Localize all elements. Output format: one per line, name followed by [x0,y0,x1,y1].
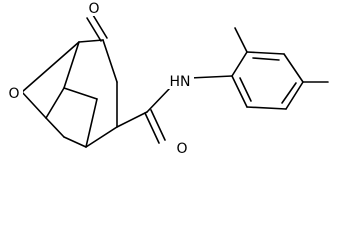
bond-cd-to-ce [85,126,118,148]
amide-group [116,75,233,144]
bond-bridge-to-ce [85,98,98,148]
bond-cd-to-amide-c [116,111,148,128]
bond-ce-to-cf [63,136,87,148]
bond-cb-to-carbonyl [78,39,104,43]
bond-cg-to-cb [63,41,80,89]
bond-ketone-double-a [86,17,102,42]
ring-bond-2 [246,51,285,55]
dimethylphenyl-ring [231,27,329,110]
ring-bond-4 [285,81,304,110]
ring-inner-bond-b [281,82,297,104]
ring-bond-5 [246,106,287,110]
bond-o-to-cb [21,41,80,93]
ring-inner-bond-a [252,57,280,61]
amide-nh-label: HN [170,74,191,90]
bond-n-to-aryl [189,75,233,79]
amide-oxygen-label: O [176,141,187,157]
bond-amide-double-a [144,112,160,144]
bond-carbonyl-to-cc [102,39,118,83]
bond-cg-to-bridge [63,87,98,100]
ring-bond-6 [231,75,248,108]
ketone-oxygen-label: O [88,1,99,17]
bond-cf-to-ca [45,117,65,138]
ortho-methyl-bond [234,27,248,53]
bond-amide-c-to-n [146,87,171,113]
bond-ca-to-cg [45,87,65,119]
ring-oxygen-label: O [8,86,19,102]
ring-bond-3 [283,53,304,83]
bond-amide-double-b [150,109,166,141]
bond-ketone-double-b [92,14,108,39]
bond-o-to-ca [21,91,47,119]
ring-bond-1 [231,51,248,77]
ring-inner-bond-c [239,77,252,102]
tricyclic-core [21,14,118,148]
structure-diagram: O O HN O [8,1,329,157]
